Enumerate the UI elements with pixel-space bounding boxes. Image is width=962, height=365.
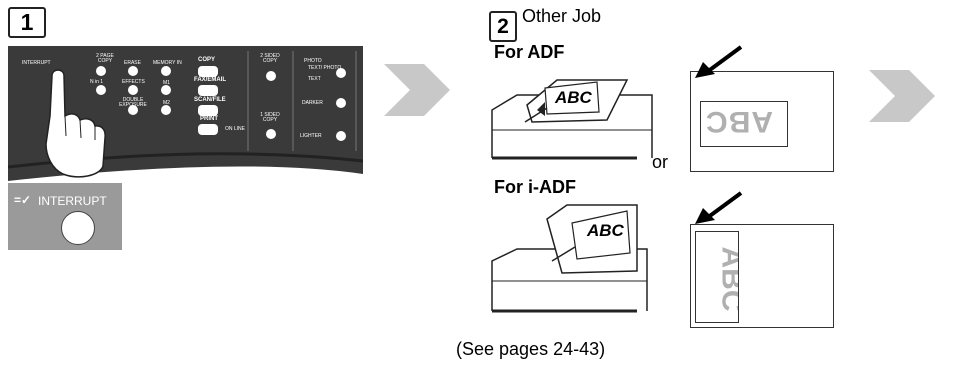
- panel-label-double-exposure: DOUBLE EXPOSURE: [119, 97, 147, 108]
- interrupt-key-label: INTERRUPT: [38, 194, 107, 208]
- panel-label-photo: PHOTO: [304, 58, 322, 64]
- next-step-arrow-2: [869, 70, 935, 127]
- iadf-original-block: ABC: [695, 231, 739, 323]
- step2-title: Other Job: [522, 6, 602, 26]
- panel-label-text: TEXT: [308, 76, 321, 82]
- adf-pointer-arrow-icon: [695, 44, 745, 85]
- adf-original-text: ABC: [555, 88, 592, 107]
- see-pages-note: (See pages 24-43): [456, 339, 606, 359]
- iadf-heading: For i-ADF: [494, 177, 576, 197]
- adf-original-block: ABC: [700, 101, 788, 147]
- panel-label-lighter: LIGHTER: [300, 133, 322, 139]
- adf-rotated-abc: ABC: [705, 105, 773, 138]
- step-number-1: 1: [8, 7, 46, 38]
- interrupt-button[interactable]: [61, 211, 95, 245]
- panel-label-m2: M2: [163, 100, 170, 106]
- next-step-arrow-1: [384, 64, 450, 121]
- interrupt-key: =✓ INTERRUPT: [8, 183, 122, 250]
- panel-label-print: PRINT: [200, 116, 218, 122]
- iadf-original-text: ABC: [587, 221, 624, 240]
- panel-label-m1: M1: [163, 80, 170, 86]
- panel-label-darker: DARKER: [302, 100, 323, 106]
- panel-label-n-in-1: N in 1: [90, 79, 104, 85]
- iadf-document-page: ABC: [690, 224, 834, 328]
- iadf-pointer-arrow-icon: [695, 190, 745, 231]
- panel-label-memory-in: MEMORY IN: [153, 60, 182, 66]
- step-number-2: 2: [489, 11, 517, 42]
- control-panel-drawing: [7, 46, 364, 181]
- panel-label-scan-file: SCAN/FILE: [194, 97, 226, 103]
- panel-label-interrupt: INTERRUPT: [22, 60, 51, 66]
- panel-label-1-sided-copy: 1 SIDED COPY: [260, 112, 280, 123]
- iadf-rotated-abc: ABC: [715, 246, 739, 312]
- panel-label-copy: COPY: [198, 57, 216, 63]
- panel-label-2-sided-copy: 2 SIDED COPY: [260, 53, 280, 64]
- iadf-scanner-illustration: ABC: [487, 201, 655, 316]
- panel-label-effects: EFFECTS: [122, 79, 145, 85]
- interrupt-symbol-icon: =✓: [14, 193, 32, 207]
- adf-document-page: ABC: [690, 71, 834, 172]
- or-text: or: [652, 152, 669, 172]
- panel-label-2-page-copy: 2 PAGE COPY: [96, 53, 114, 64]
- panel-label-on-line: ON LINE: [225, 126, 246, 132]
- adf-scanner-illustration: ABC: [487, 70, 655, 162]
- panel-label-text-photo: TEXT/ PHOTO: [308, 65, 342, 71]
- panel-label-fax-email: FAX/EMAIL: [194, 77, 227, 83]
- control-panel-illustration: INTERRUPT 2 PAGE COPY ERASE MEMORY IN CO…: [7, 46, 364, 181]
- adf-heading: For ADF: [494, 42, 565, 62]
- panel-label-erase: ERASE: [124, 60, 141, 66]
